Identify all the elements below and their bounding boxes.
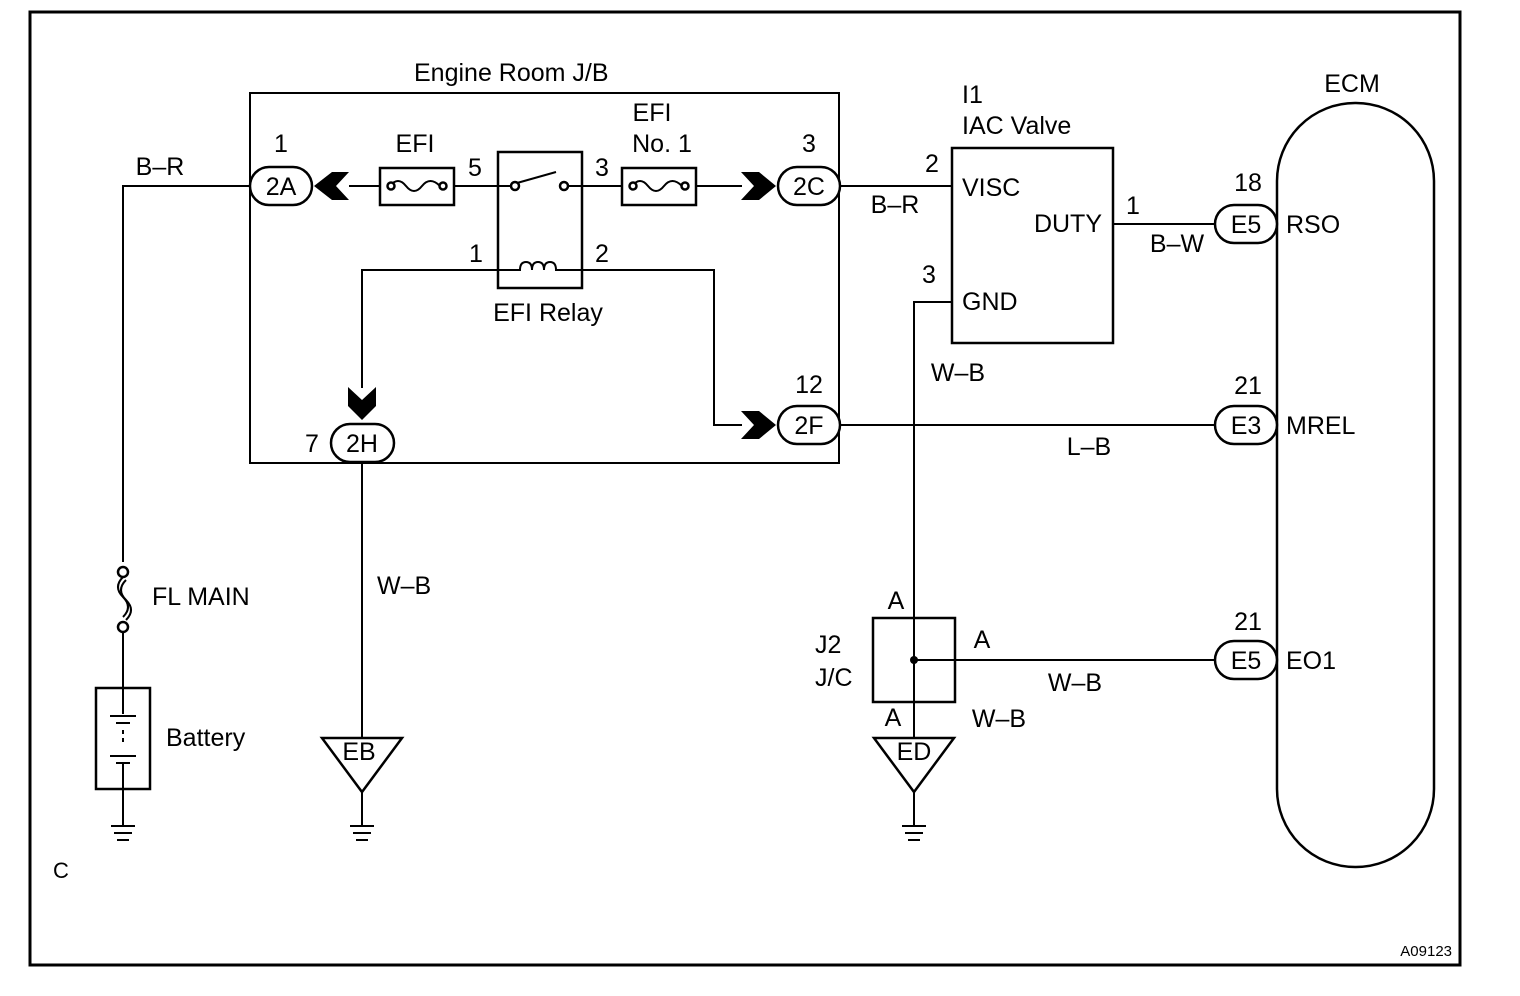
relay-pin-5: 5 (468, 154, 482, 182)
ecm-connector-mrel-pin: 21 (1234, 372, 1262, 400)
wire-lb: L–B (1067, 433, 1111, 461)
wire-wb-eo1: W–B (1048, 669, 1102, 697)
ground-ed (871, 736, 957, 795)
wire-br-left: B–R (136, 153, 185, 181)
iac-id: I1 (962, 81, 983, 109)
iac-pin-visc: 2 (925, 150, 939, 178)
connector-2H-label: 2H (346, 430, 378, 458)
wire-wb-gnd: W–B (931, 359, 985, 387)
iac-valve (950, 146, 1115, 345)
relay-pin-3: 3 (595, 154, 609, 182)
fuse-efi-label: EFI (396, 130, 435, 158)
efi-relay (496, 150, 584, 290)
connector-2A-label: 2A (266, 173, 297, 201)
connector-2C-label: 2C (793, 173, 825, 201)
ecm-connector-rso-label: E5 (1231, 211, 1262, 239)
iac-duty: DUTY (1034, 210, 1102, 238)
wire-wb-eb: W–B (377, 572, 431, 600)
battery-label: Battery (166, 724, 246, 752)
jc-pin-bottom: A (885, 704, 902, 732)
corner-letter: C (53, 858, 69, 883)
iac-gnd: GND (962, 288, 1018, 316)
fl-main-label: FL MAIN (152, 583, 250, 611)
figure-code: A09123 (1400, 943, 1452, 960)
ecm-connector-mrel-label: E3 (1231, 412, 1262, 440)
fuse-efi-no1-label-2: No. 1 (632, 130, 692, 158)
relay-pin-2: 2 (595, 240, 609, 268)
connector-2H-pin: 7 (305, 430, 319, 458)
ecm-connector-eo1-pin: 21 (1234, 608, 1262, 636)
junction-block-title: Engine Room J/B (414, 59, 609, 87)
connector-2C-pin: 3 (802, 130, 816, 158)
jc-pin-right: A (974, 626, 991, 654)
iac-pin-duty: 1 (1126, 192, 1140, 220)
connector-2F-pin: 12 (795, 371, 823, 399)
connector-2H-arrow (348, 387, 376, 420)
ecm-connector-mrel (1213, 404, 1279, 446)
iac-pin-gnd: 3 (922, 261, 936, 289)
connector-2A-pin: 1 (274, 130, 288, 158)
diagram-frame (28, 10, 1462, 967)
ecm-connector-eo1-label: E5 (1231, 647, 1262, 675)
relay-pin-1: 1 (469, 240, 483, 268)
relay-label: EFI Relay (493, 299, 603, 327)
jc-id: J2 (815, 631, 841, 659)
ground-ed-label: ED (897, 738, 932, 766)
ecm-connector-rso (1213, 203, 1279, 245)
connector-2F-label: 2F (794, 412, 823, 440)
jc-label: J/C (815, 664, 853, 692)
iac-visc: VISC (962, 174, 1020, 202)
ground-eb (319, 736, 405, 795)
ecm-title: ECM (1324, 70, 1380, 98)
ground-eb-label: EB (342, 738, 375, 766)
ecm-terminal-eo1: EO1 (1286, 647, 1336, 675)
jc-pin-top: A (888, 587, 905, 615)
connector-2F-arrow (741, 411, 776, 439)
wire-bw: B–W (1150, 230, 1205, 258)
connector-2A-arrow (314, 172, 349, 200)
connector-2C-arrow (741, 172, 776, 200)
ecm-unit (1275, 101, 1436, 869)
fuse-efi-no1-label-1: EFI (633, 99, 672, 127)
ecm-terminal-rso: RSO (1286, 211, 1340, 239)
ecm-terminal-mrel: MREL (1286, 412, 1356, 440)
junction-block-outline (249, 92, 840, 464)
wire-wb-ed: W–B (972, 705, 1026, 733)
ecm-connector-rso-pin: 18 (1234, 169, 1262, 197)
wire-br-mid: B–R (871, 191, 920, 219)
ecm-connector-eo1 (1213, 639, 1279, 681)
iac-title: IAC Valve (962, 112, 1071, 140)
